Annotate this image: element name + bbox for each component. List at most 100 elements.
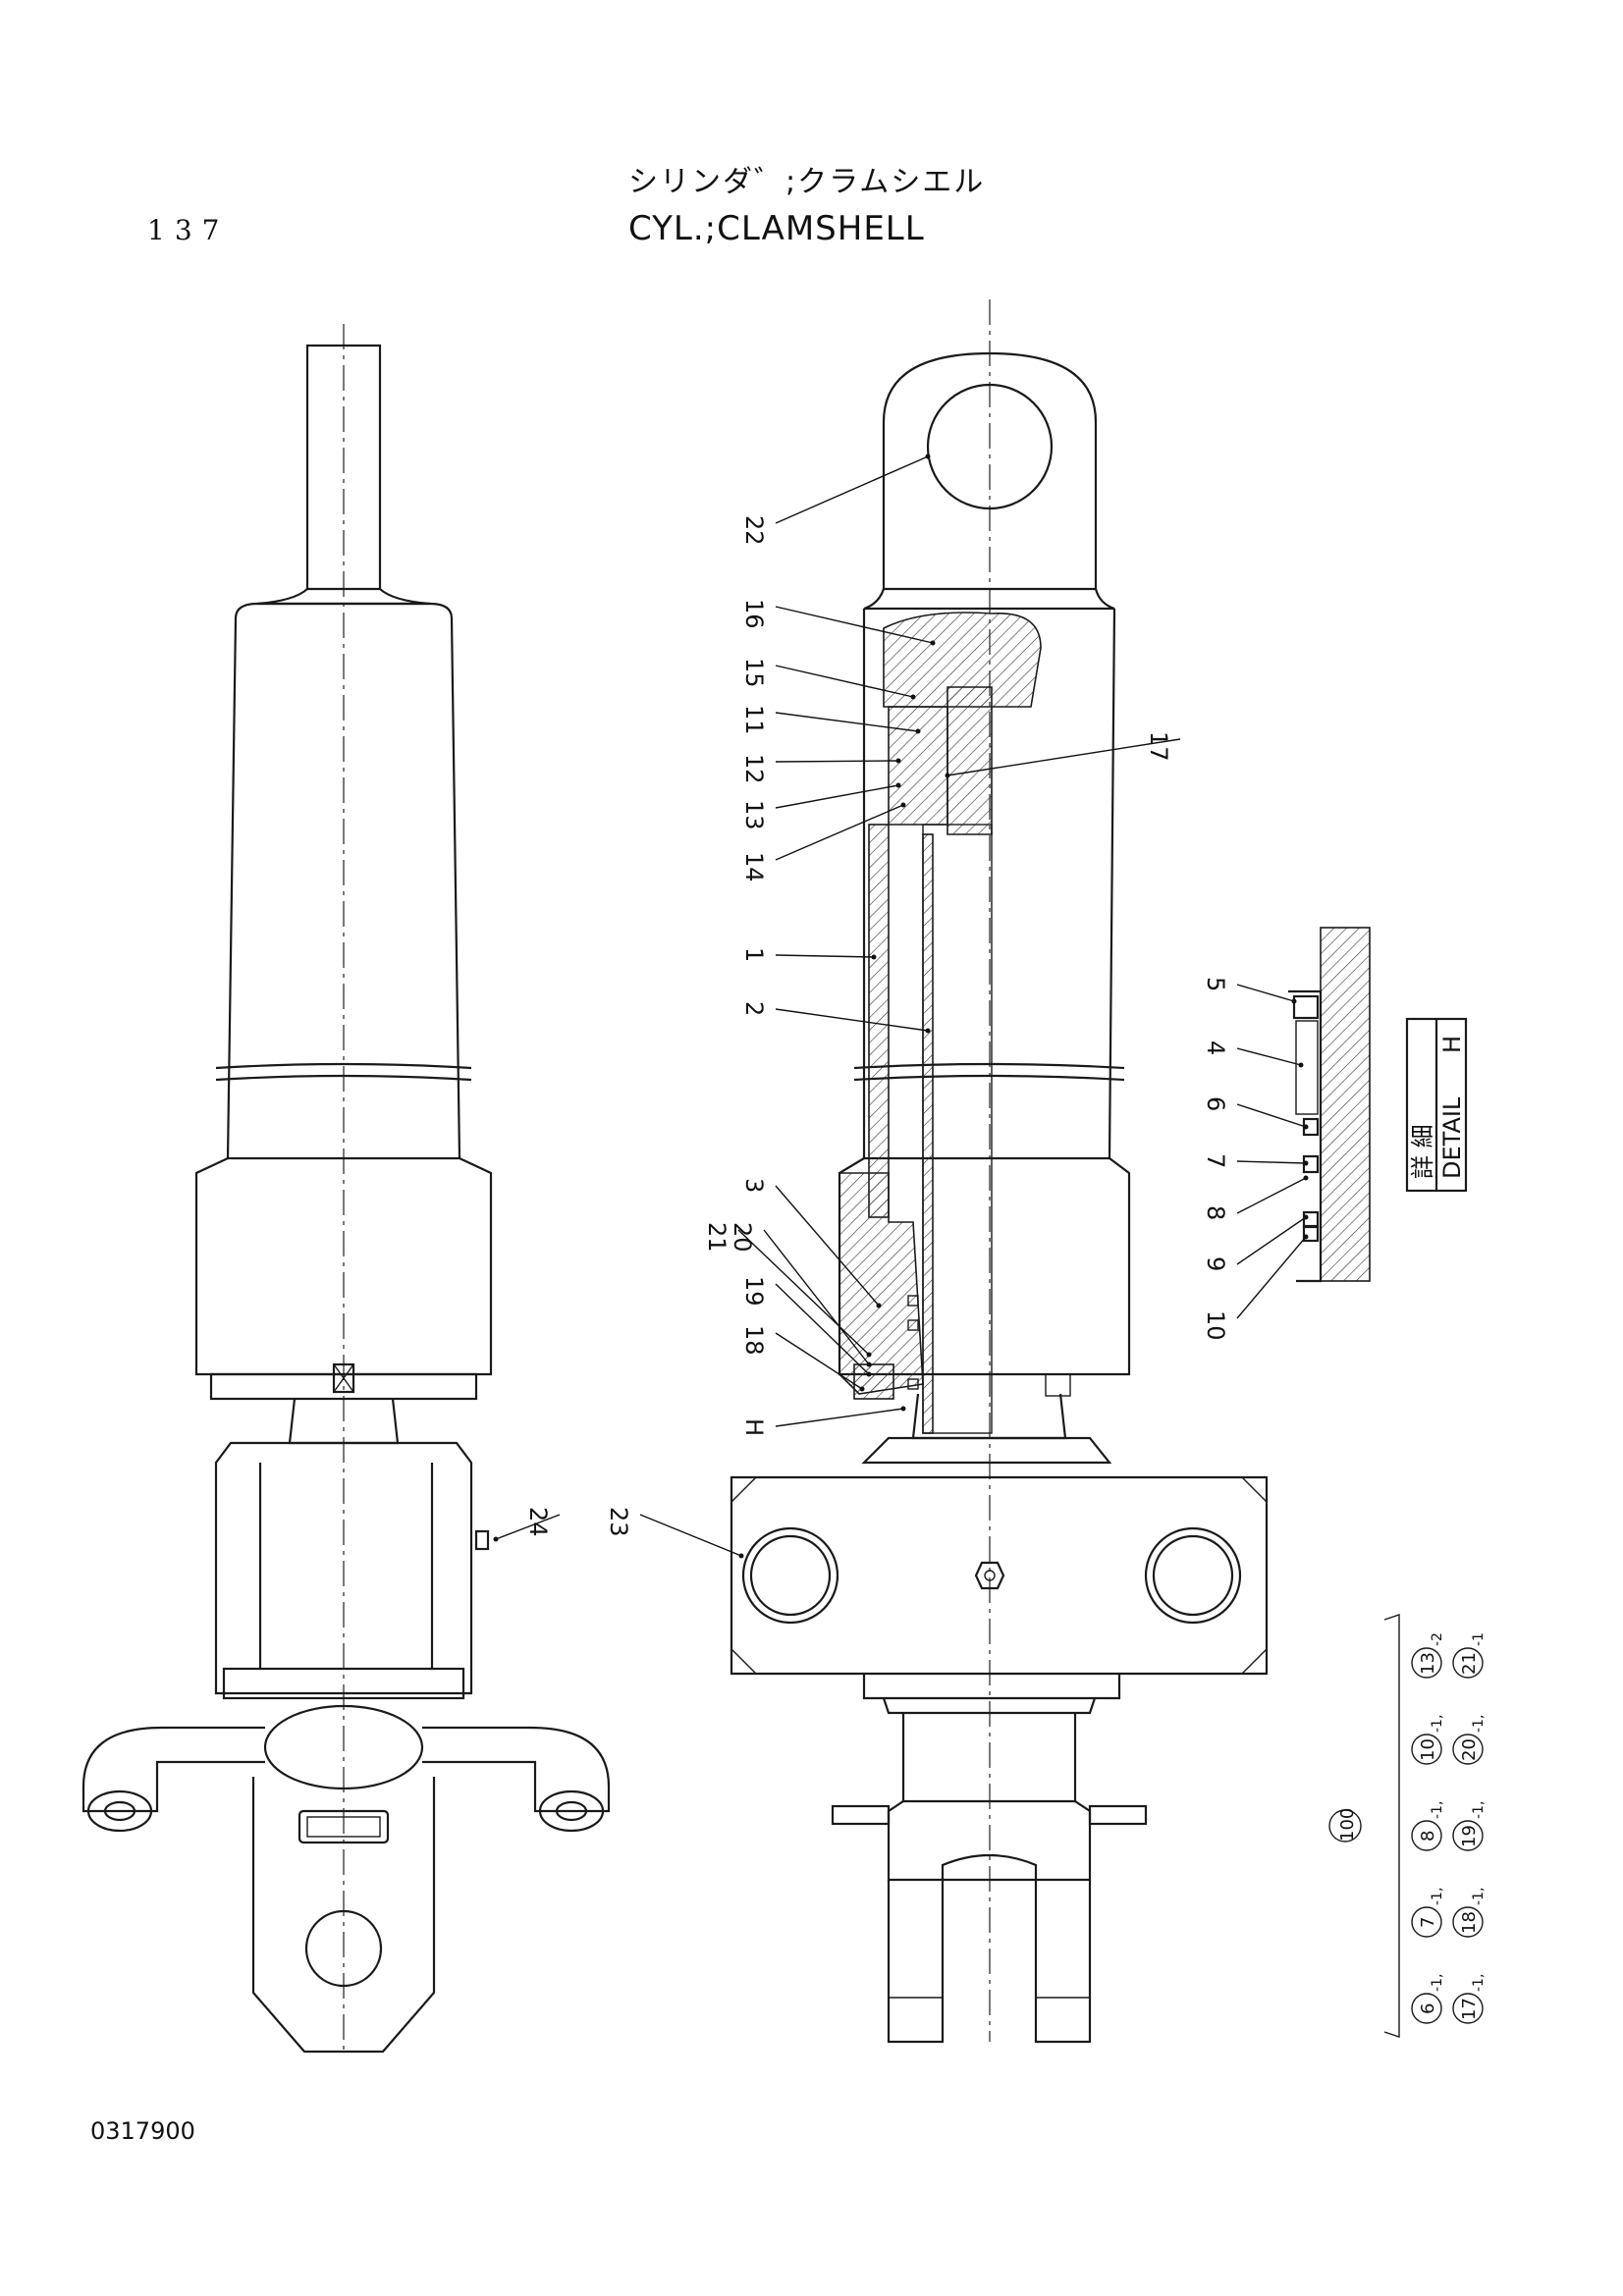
kit-item-circle (1411, 1820, 1442, 1851)
external-view (81, 324, 611, 2054)
kit-item-circle (1411, 1993, 1442, 2024)
callout-label-1: 1 (740, 947, 768, 962)
callout-label-7: 7 (1202, 1153, 1229, 1168)
drawing-number: 0317900 (90, 2117, 195, 2145)
callout-arrow-16 (930, 640, 936, 646)
callout-arrow-H (900, 1406, 906, 1412)
callout-arrow-11 (915, 728, 921, 734)
callout-label-21: 21 (703, 1222, 730, 1253)
callout-leader-13 (775, 784, 899, 809)
callout-leader-23 (639, 1514, 742, 1557)
detail-h-label: 詳 細 DETAIL H (1405, 1017, 1468, 1193)
kit-item-circle (1452, 1820, 1484, 1851)
callout-leader-3 (775, 1185, 880, 1307)
callout-label-15: 15 (740, 658, 768, 688)
callout-arrow-24 (493, 1536, 499, 1542)
kit-item-circle (1411, 1734, 1442, 1765)
rod-eye (882, 351, 1098, 591)
callout-arrow-22 (925, 454, 931, 459)
callout-label-3: 3 (740, 1178, 768, 1193)
arm-left (81, 1726, 265, 1813)
callout-label-18: 18 (740, 1325, 768, 1356)
eye-bore (926, 383, 1054, 510)
rotator-body (214, 1441, 473, 1695)
detail-wall (1320, 927, 1371, 1282)
kit-item-qty: -1, (1471, 1715, 1487, 1733)
kit-item-circle (1452, 1734, 1484, 1765)
kit-item-qty: -1, (1430, 1888, 1445, 1905)
callout-label-24: 24 (524, 1507, 552, 1537)
kit-item-circle (1452, 1906, 1484, 1938)
callout-label-14: 14 (740, 852, 768, 882)
callout-label-5: 5 (1202, 977, 1229, 991)
callout-arrow-8 (1303, 1175, 1309, 1181)
kit-item-qty: -1, (1471, 1801, 1487, 1819)
callout-label-13: 13 (740, 800, 768, 830)
lower-block (251, 1777, 436, 2054)
callout-leader-21 (737, 1229, 870, 1356)
title-english: CYL.;CLAMSHELL (628, 209, 925, 248)
callout-leader-10 (1236, 1236, 1307, 1319)
kit-item-number: 7 (1418, 1917, 1438, 1928)
callout-label-H: H (740, 1418, 768, 1436)
callout-leader-H (775, 1408, 904, 1427)
bore-right (1144, 1526, 1242, 1625)
callout-leader-11 (775, 712, 919, 732)
head-section (839, 1172, 924, 1395)
tube-left (226, 602, 461, 1160)
detail-label: DETAIL (1438, 1096, 1466, 1179)
callout-arrow-17 (945, 773, 950, 778)
detail-outline (1288, 989, 1323, 1283)
piston-section (947, 686, 993, 835)
section-view (730, 299, 1269, 2044)
title-japanese: シリンダ゛;クラムシエル (628, 165, 986, 199)
kit-item-qty: -1, (1471, 1888, 1487, 1905)
callout-leader-18 (775, 1332, 863, 1390)
detail-h-view (1288, 927, 1371, 1283)
callout-leader-14 (775, 804, 904, 861)
callout-arrow-15 (910, 694, 916, 700)
lower-slot (298, 1809, 390, 1844)
break-line (215, 1062, 472, 1070)
kit-item-circle (1452, 1647, 1484, 1679)
callout-arrow-19 (866, 1371, 872, 1377)
callout-label-17: 17 (1145, 731, 1172, 762)
barrel-wall (868, 824, 890, 1218)
kit-item-qty: -1, (1430, 1801, 1445, 1819)
callout-leader-7 (1236, 1160, 1307, 1164)
callout-arrow-18 (859, 1386, 865, 1392)
callout-label-23: 23 (605, 1507, 632, 1537)
callout-arrow-9 (1303, 1214, 1309, 1220)
break-line (215, 1074, 472, 1082)
callout-arrow-3 (876, 1303, 882, 1308)
callout-arrow-21 (866, 1352, 872, 1358)
detail-kanji: 詳 細 (1409, 1124, 1436, 1179)
callout-arrow-10 (1303, 1234, 1309, 1240)
kit-item-number: 6 (1418, 2003, 1438, 2014)
kit-block: 100 6-1,7-1,8-1,10-1,13-217-1,18-1,19-1,… (1328, 1614, 1487, 2038)
lower-pin (304, 1909, 383, 1988)
bore-left (741, 1526, 839, 1625)
callout-label-16: 16 (740, 599, 768, 629)
callout-leader-4 (1236, 1047, 1302, 1066)
kit-item-circle (1411, 1906, 1442, 1938)
kit-item-number: 17 (1459, 1998, 1480, 2020)
callout-label-19: 19 (740, 1276, 768, 1307)
kit-item-qty: -1, (1430, 1715, 1445, 1733)
callout-arrow-7 (1303, 1160, 1309, 1166)
kit-number: 100 (1337, 1808, 1358, 1842)
callout-arrow-20 (866, 1362, 872, 1367)
callout-label-12: 12 (740, 754, 768, 784)
callout-arrow-14 (900, 802, 906, 808)
callout-arrow-1 (871, 954, 877, 960)
callout-leader-1 (775, 954, 875, 958)
kit-item-qty: -2 (1430, 1632, 1445, 1646)
kit-item-qty: -1 (1471, 1632, 1487, 1646)
kit-item-number: 13 (1418, 1652, 1438, 1675)
callout-label-11: 11 (740, 705, 768, 735)
callout-leader-24 (495, 1514, 561, 1540)
hub (263, 1704, 424, 1790)
tube-shoulder (863, 588, 1115, 611)
page-number: 137 (147, 214, 230, 246)
kit-item-number: 8 (1418, 1831, 1438, 1842)
